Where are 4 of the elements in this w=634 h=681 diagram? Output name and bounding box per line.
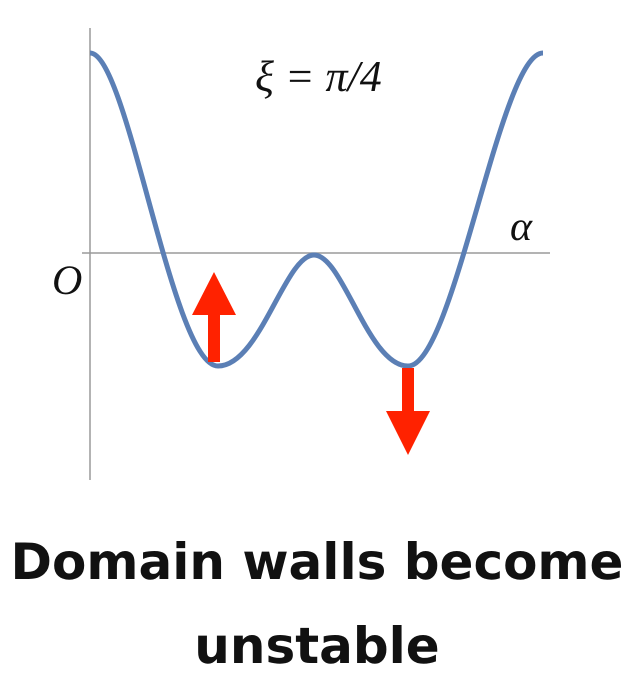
origin-label: O [52,260,82,302]
equation-label: ξ = π/4 [255,55,382,99]
axis-label: α [510,206,532,248]
caption: Domain walls become unstable [10,532,624,677]
